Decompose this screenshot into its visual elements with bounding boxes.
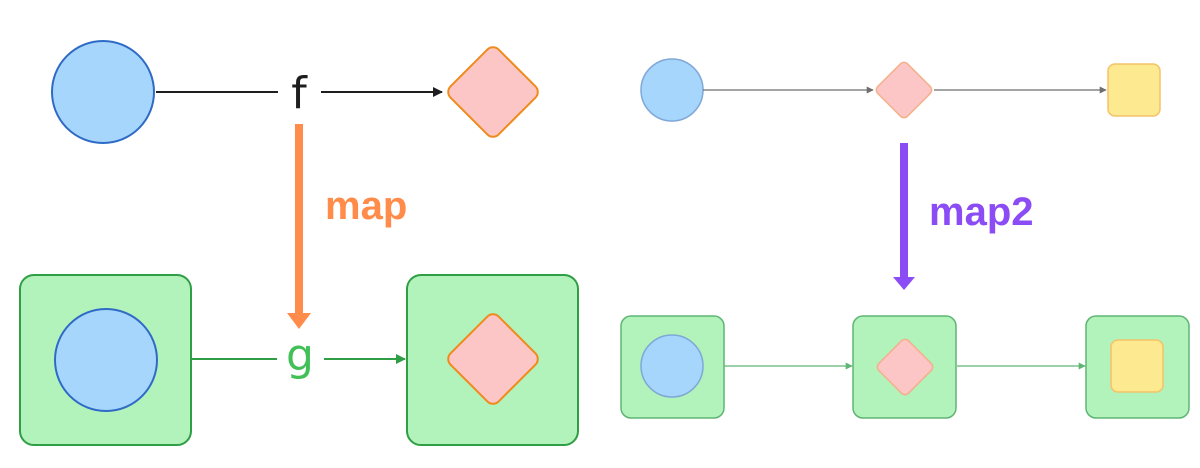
map-left-section: diamond --> f map [diamond] --> g: [19, 40, 579, 446]
mapped-target-diamond: [447, 313, 539, 405]
mapped-output-square: [1110, 339, 1164, 393]
input-circle: [640, 58, 704, 122]
target-diamond: [447, 46, 539, 138]
g-label: g: [286, 330, 314, 381]
mapped-source-circle: [54, 308, 158, 412]
f-label: f: [291, 68, 308, 119]
map-label: map: [325, 184, 407, 228]
map-arrowhead: [287, 313, 311, 329]
map2-label: map2: [929, 190, 1034, 234]
middle-diamond: [875, 61, 933, 119]
map2-arrowhead: [893, 277, 915, 290]
output-square: [1107, 63, 1161, 117]
map2-right-section: diamond --> square --> map2 [diamond] --…: [620, 58, 1190, 419]
mapped-middle-diamond: [876, 338, 934, 396]
mapped-input-circle: [640, 334, 704, 398]
source-circle: [51, 40, 155, 144]
